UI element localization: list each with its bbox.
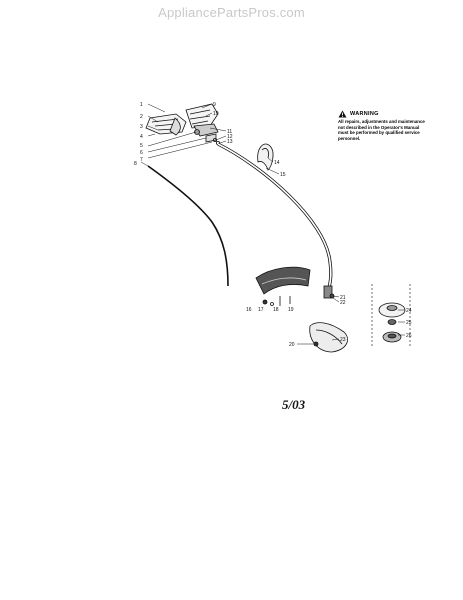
leader-lines <box>140 103 405 345</box>
part-label-20: 20 <box>289 342 295 348</box>
spring <box>194 129 200 135</box>
watermark: AppliancePartsPros.com <box>158 5 305 20</box>
trimmer-drawing <box>145 103 411 353</box>
part-label-26: 26 <box>406 333 412 339</box>
part-label-7: 7 <box>140 157 143 163</box>
part-label-8: 8 <box>134 161 137 167</box>
blade-20 <box>313 341 319 347</box>
part-label-25: 25 <box>406 320 412 326</box>
part-label-15: 15 <box>280 172 286 178</box>
trigger <box>169 117 181 136</box>
part-label-13: 13 <box>227 139 233 145</box>
part-label-21: 21 <box>340 295 346 301</box>
part-label-3: 3 <box>140 124 143 130</box>
part-label-1: 1 <box>140 102 143 108</box>
warning-triangle-icon <box>338 110 347 118</box>
guard <box>255 266 311 295</box>
part-label-12: 12 <box>227 134 233 140</box>
drive-cable <box>147 165 229 287</box>
warning-title: WARNING <box>350 111 379 117</box>
part-label-16: 16 <box>246 307 252 313</box>
part-label-22: 22 <box>340 300 346 306</box>
part-labels: 1 2 3 4 5 6 7 8 9 10 11 12 13 14 15 16 1… <box>134 102 412 348</box>
part-label-2: 2 <box>140 114 143 120</box>
part-label-9: 9 <box>213 102 216 108</box>
part-label-14: 14 <box>274 160 280 166</box>
date-mark: 5/03 <box>282 397 306 412</box>
nut-16 <box>262 299 268 305</box>
spring-25 <box>387 319 397 325</box>
part-label-11: 11 <box>227 129 232 135</box>
part-label-19: 19 <box>288 307 294 313</box>
part-label-17: 17 <box>258 307 264 313</box>
part-label-6: 6 <box>140 150 143 156</box>
part-label-24: 24 <box>406 308 412 314</box>
warning-box: WARNING All repairs, adjustments and mai… <box>338 110 430 141</box>
assist-handle <box>257 143 274 171</box>
warning-text: All repairs, adjustments and maintenance… <box>338 119 425 141</box>
part-label-10: 10 <box>213 111 219 117</box>
part-label-5: 5 <box>140 143 143 149</box>
part-label-4: 4 <box>140 134 143 140</box>
gearhead <box>323 285 333 299</box>
washer-17 <box>270 302 274 306</box>
part-label-23: 23 <box>340 337 346 343</box>
part-label-18: 18 <box>273 307 279 313</box>
